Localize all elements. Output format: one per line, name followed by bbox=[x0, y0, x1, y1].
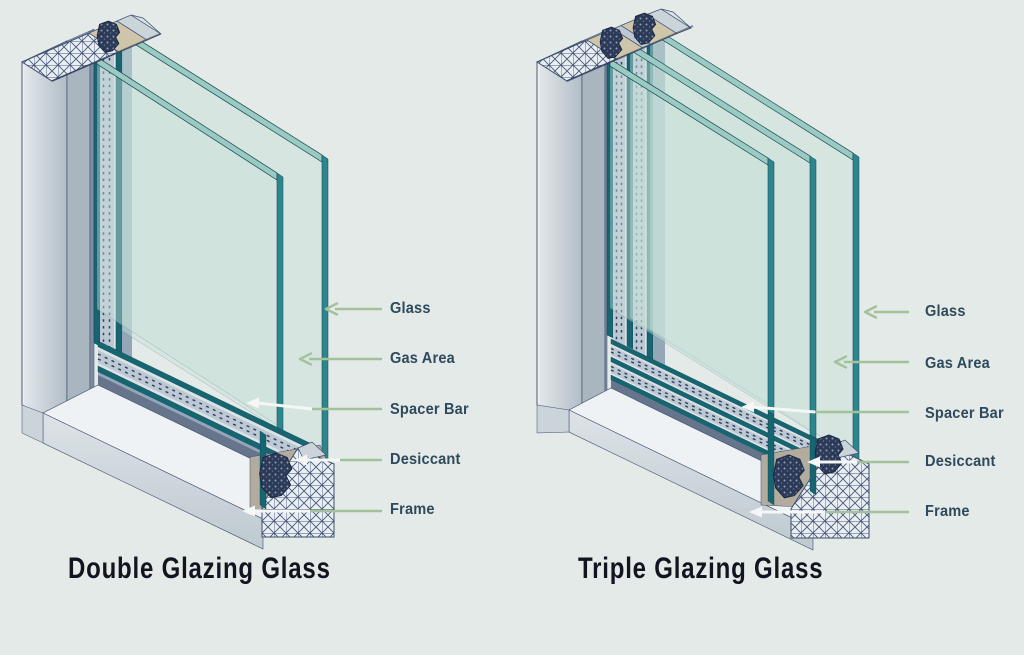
glass-pane-2 bbox=[629, 42, 817, 440]
spacer-bar-groove bbox=[610, 338, 856, 506]
triple-glazing-title: Triple Glazing Glass bbox=[578, 552, 824, 585]
desiccant-blob bbox=[599, 26, 624, 59]
frame-jamb bbox=[21, 28, 95, 443]
label-gas-area: Gas Area bbox=[390, 350, 455, 367]
frame-jamb bbox=[536, 29, 608, 443]
desiccant-blob bbox=[96, 20, 121, 53]
label-frame: Frame bbox=[925, 503, 970, 520]
double-glazing-diagram: Glass Gas Area Spacer Bar Desiccant Fram… bbox=[10, 5, 480, 565]
spacer-bar-arrow bbox=[246, 397, 382, 411]
label-spacer-bar: Spacer Bar bbox=[925, 405, 1004, 422]
label-desiccant: Desiccant bbox=[390, 451, 461, 468]
frame-sill bbox=[21, 384, 319, 550]
label-glass: Glass bbox=[390, 300, 431, 317]
frame-head-cut bbox=[535, 8, 694, 82]
desiccant-blob bbox=[259, 452, 293, 499]
label-desiccant: Desiccant bbox=[925, 453, 996, 470]
frame-arrow bbox=[242, 505, 382, 517]
desiccant-blob bbox=[772, 454, 805, 499]
glass-arrow bbox=[324, 302, 382, 316]
desiccant-arrow bbox=[807, 456, 909, 468]
frame-arrow bbox=[749, 506, 909, 518]
gas-area-arrow bbox=[833, 355, 909, 369]
double-glazing-title: Double Glazing Glass bbox=[68, 552, 331, 585]
glass-pane-3 bbox=[609, 58, 775, 416]
label-glass: Glass bbox=[925, 303, 966, 320]
spacer-bar-arrow bbox=[741, 401, 909, 414]
double-glazing-illustration bbox=[20, 14, 382, 550]
label-spacer-bar: Spacer Bar bbox=[390, 401, 469, 418]
desiccant-arrow bbox=[294, 454, 382, 466]
jamb-glazing-strips bbox=[93, 38, 132, 362]
glass-arrow bbox=[863, 305, 909, 319]
triple-glazing-illustration bbox=[535, 8, 909, 551]
triple-glazing-diagram: Glass Gas Area Spacer Bar Desiccant Fram… bbox=[525, 5, 1024, 565]
glass-pane-1 bbox=[121, 28, 329, 466]
label-frame: Frame bbox=[390, 501, 435, 518]
frame-sill-cut bbox=[760, 410, 870, 539]
glass-pane-2 bbox=[96, 56, 284, 434]
frame-head-cut bbox=[20, 14, 162, 82]
label-gas-area: Gas Area bbox=[925, 355, 990, 372]
gas-area-arrow bbox=[298, 352, 382, 366]
desiccant-blob bbox=[632, 12, 657, 45]
